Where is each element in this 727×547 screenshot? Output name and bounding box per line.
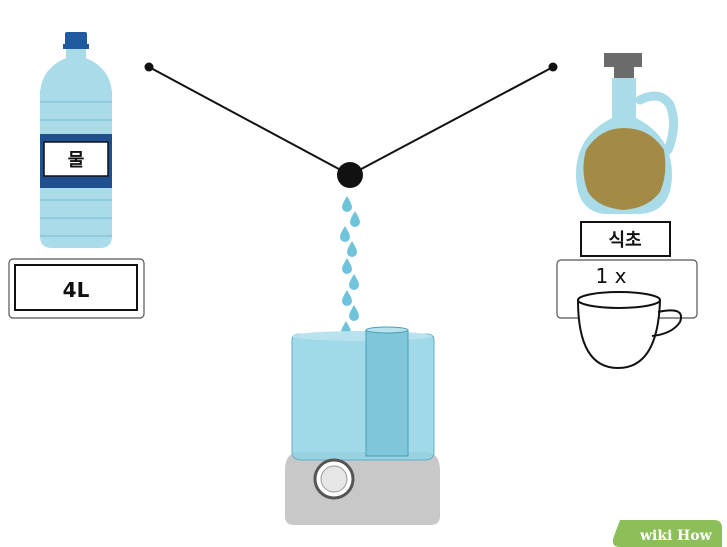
water-amount-box: 4L [8,258,145,319]
watermark-wiki: wiki [639,528,672,544]
teacup-icon [576,291,682,370]
water-droplet-icon [347,241,357,257]
vinegar-label: 식초 [608,230,641,251]
vinegar-label-box: 식초 [580,221,671,257]
mix-point [337,162,363,188]
water-droplet-icon [342,290,352,306]
vinegar-amount: 1 x [596,264,627,288]
humidifier-icon [285,326,440,525]
water-label: 물 [68,150,85,171]
water-droplet-icon [340,226,350,242]
water-droplet-icon [342,196,352,212]
droplets [340,196,360,337]
water-droplet-icon [349,274,359,290]
mixing-lines [144,62,558,188]
watermark-how: How [677,528,713,544]
water-droplet-icon [342,258,352,274]
water-droplet-icon [349,305,359,321]
vinegar-cruet-icon [576,53,678,214]
water-bottle-icon: 물 [40,32,112,248]
water-amount: 4L [63,278,90,302]
wikihow-watermark: wiki How [612,520,722,547]
water-droplet-icon [350,211,360,227]
